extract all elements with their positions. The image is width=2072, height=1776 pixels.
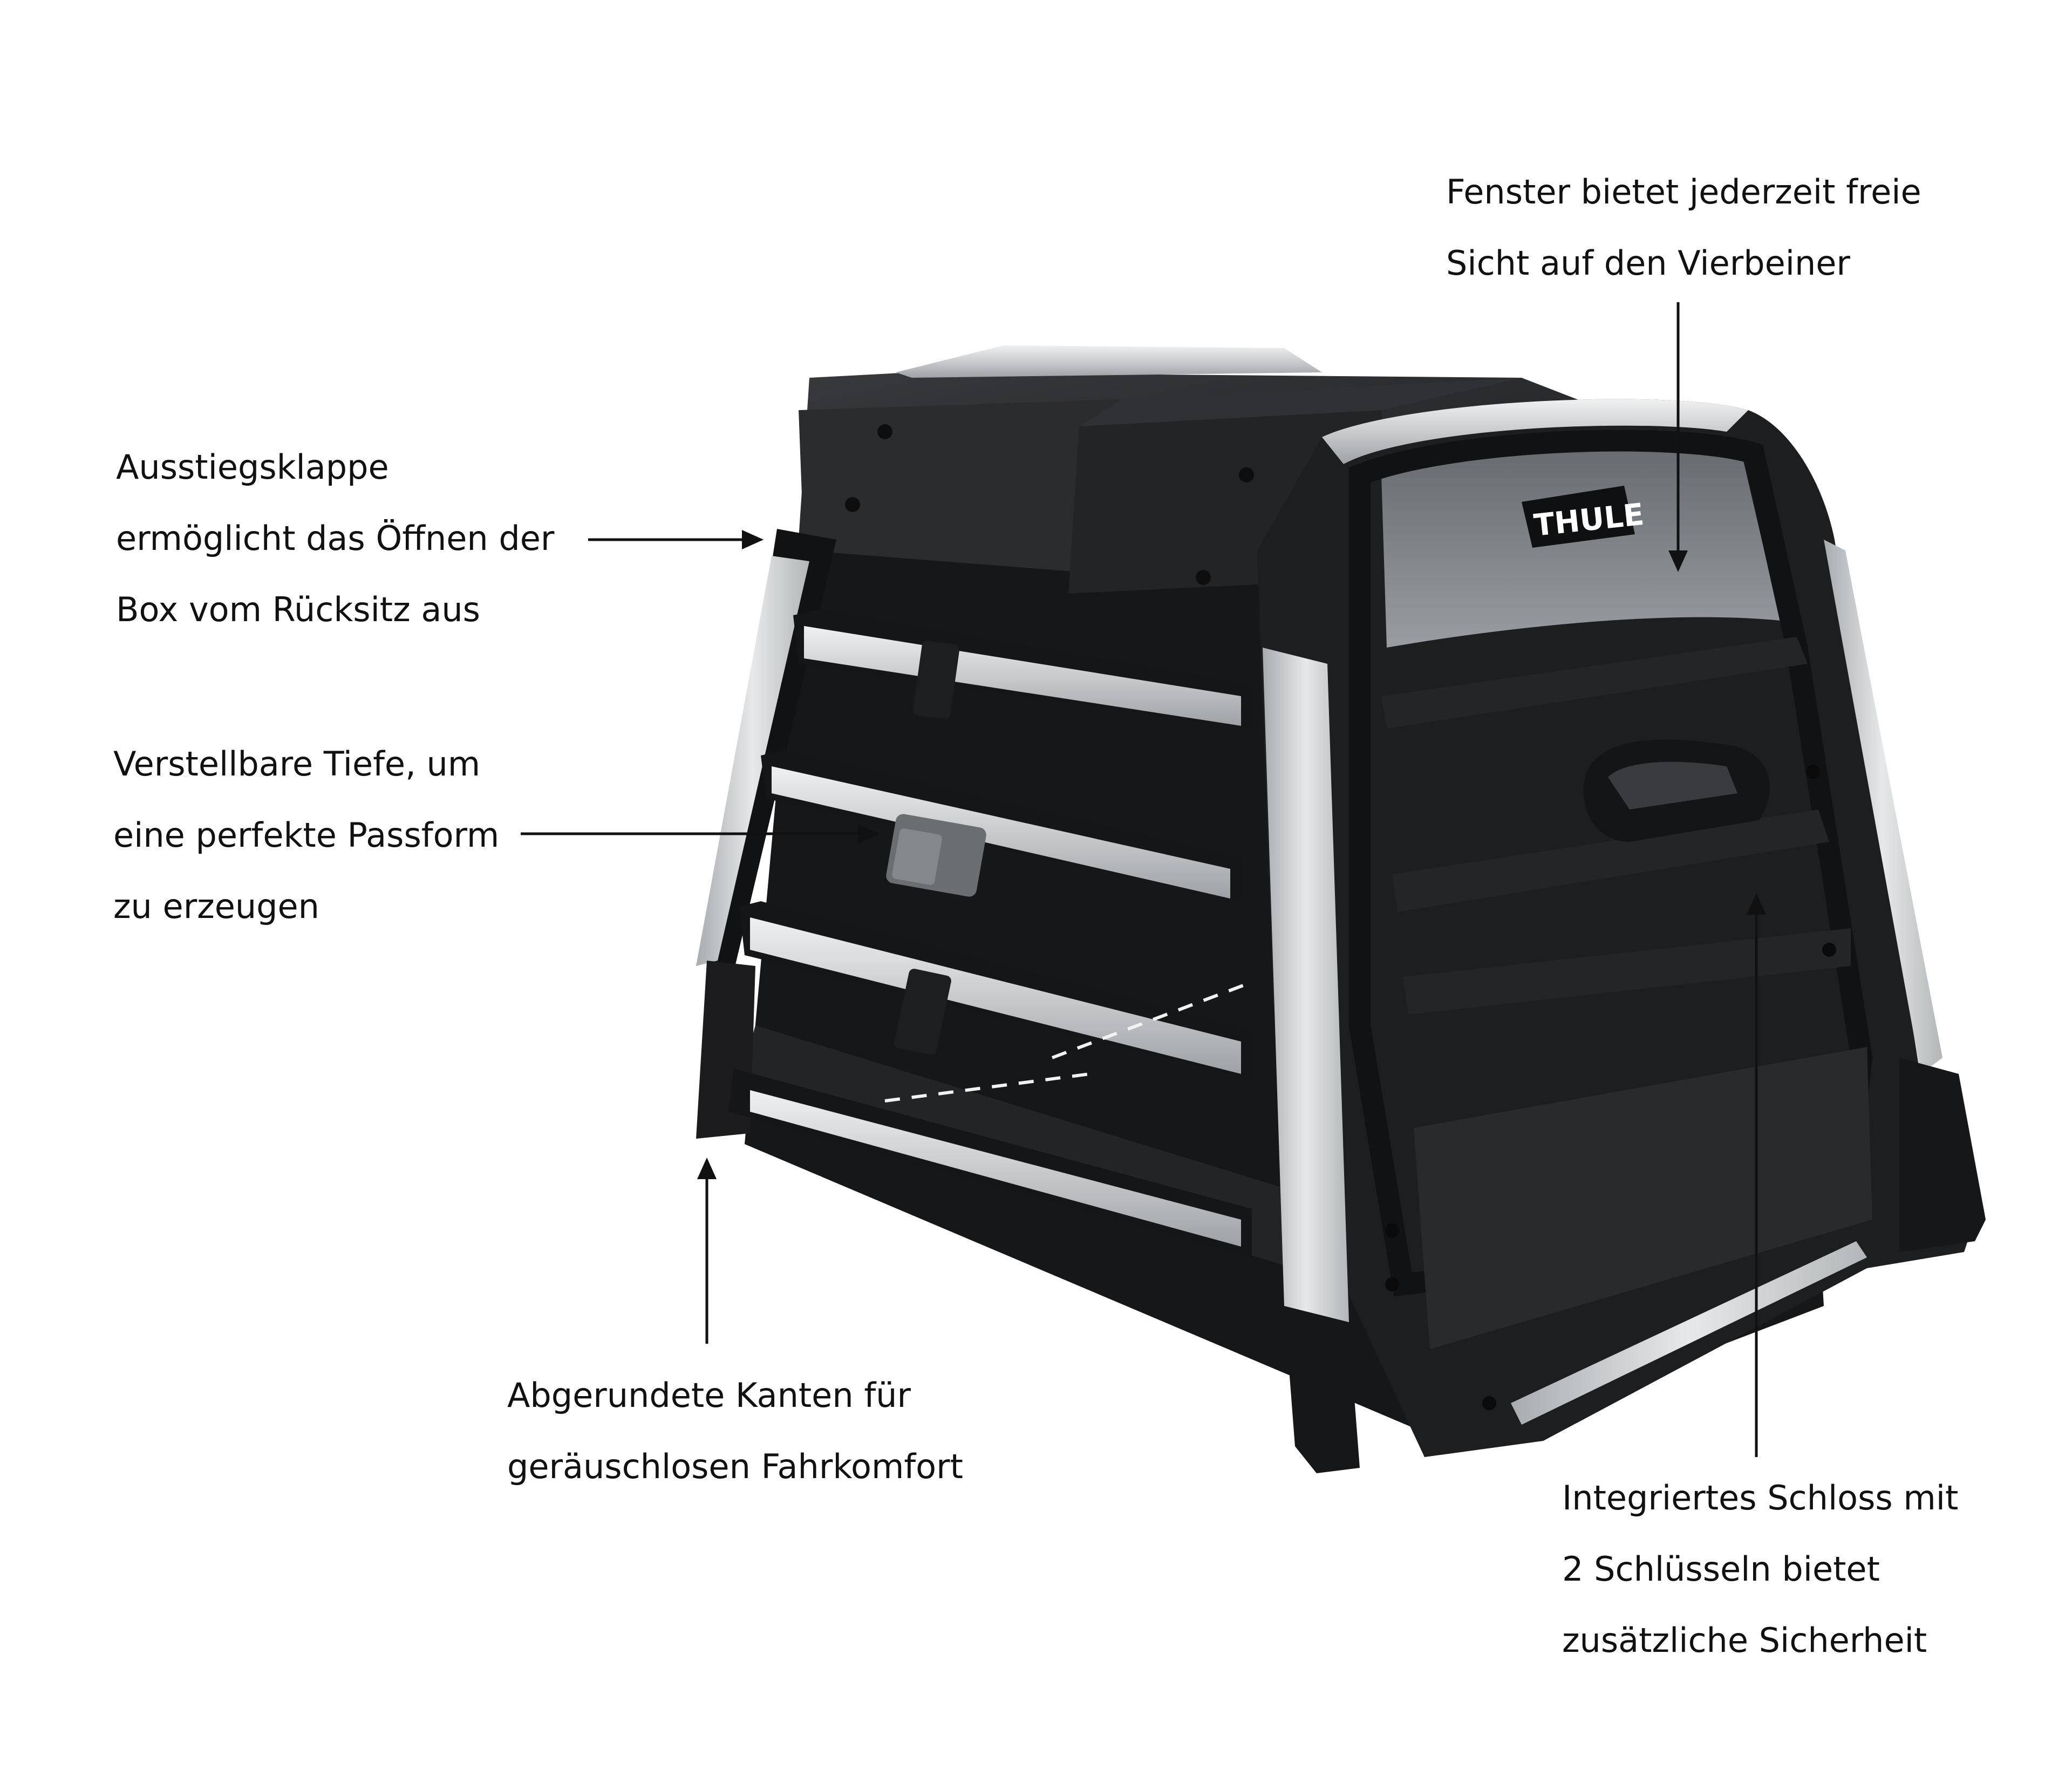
callout-arrows	[521, 302, 1766, 1457]
callout-depth-line-3: zu erzeugen	[113, 887, 319, 926]
callout-hatch: Ausstiegsklappe ermöglicht das Öffnen de…	[116, 432, 554, 645]
callout-lock-line-3: zusätzliche Sicherheit	[1562, 1621, 1927, 1660]
callout-edges-line-2: geräuschlosen Fahrkomfort	[507, 1447, 963, 1486]
front-door-frame	[1257, 399, 1986, 1473]
callout-hatch-line-1: Ausstiegsklappe	[116, 447, 389, 487]
callout-window-line-2: Sicht auf den Vierbeiner	[1446, 243, 1850, 283]
callout-edges: Abgerundete Kanten für geräuschlosen Fah…	[507, 1360, 963, 1502]
callout-edges-line-1: Abgerundete Kanten für	[507, 1376, 911, 1415]
callout-lock: Integriertes Schloss mit 2 Schlüsseln bi…	[1562, 1462, 1958, 1676]
callout-lock-line-1: Integriertes Schloss mit	[1562, 1478, 1959, 1518]
callout-depth-line-1: Verstellbare Tiefe, um	[113, 744, 481, 784]
side-bars	[728, 610, 1253, 1257]
callout-hatch-line-2: ermöglicht das Öffnen der	[116, 519, 555, 558]
callout-window-line-1: Fenster bietet jederzeit freie	[1446, 172, 1921, 212]
callout-depth-line-2: eine perfekte Passform	[113, 815, 500, 855]
callout-depth: Verstellbare Tiefe, um eine perfekte Pas…	[113, 729, 499, 942]
callout-lock-line-2: 2 Schlüsseln bietet	[1562, 1549, 1880, 1589]
callout-window: Fenster bietet jederzeit freie Sicht auf…	[1446, 156, 1921, 299]
callout-hatch-line-3: Box vom Rücksitz aus	[116, 590, 480, 629]
